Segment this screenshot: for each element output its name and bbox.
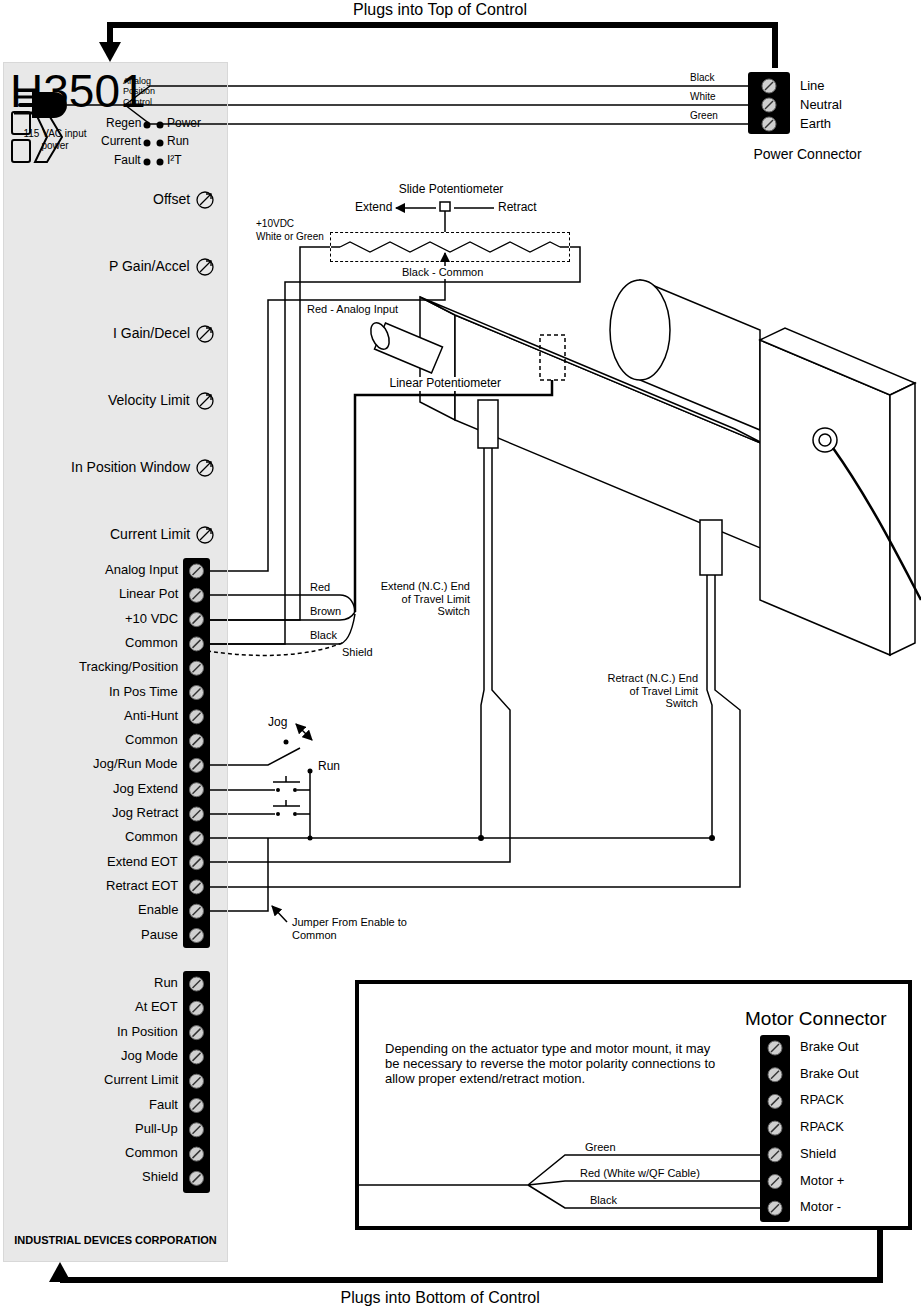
diagram-label: Brake Out — [800, 1040, 859, 1055]
diagram-label: Current Limit — [110, 526, 190, 542]
diagram-label: Analog Input — [105, 563, 178, 578]
diagram-label: Anti-Hunt — [124, 709, 178, 724]
edge-label: Black - Common — [400, 266, 485, 279]
edge-label: Red - Analog Input — [305, 303, 400, 316]
diagram-label: Brown — [310, 605, 341, 618]
terminal-strip — [760, 1035, 790, 1222]
control-panel-face — [3, 62, 228, 1262]
diagram-label: Common — [125, 1146, 178, 1161]
diagram-label: +10VDC — [256, 218, 294, 230]
diagram-label: Retract (N.C.) End of Travel Limit Switc… — [606, 672, 698, 710]
diagram-label: +10 VDC — [125, 612, 178, 627]
diagram-label: Linear Pot — [119, 587, 178, 602]
terminal-strip — [183, 971, 210, 1193]
diagram-label: White or Green — [256, 231, 324, 243]
maker-name: INDUSTRIAL DEVICES CORPORATION — [4, 1234, 227, 1247]
edge-label: Plugs into Bottom of Control — [339, 1289, 542, 1307]
diagram-label: Jog/Run Mode — [93, 757, 178, 772]
diagram-label: Brake Out — [800, 1067, 859, 1082]
diagram-label: Motor + — [800, 1174, 844, 1189]
diagram-label: Common — [125, 636, 178, 651]
diagram-label: P Gain/Accel — [109, 258, 190, 274]
diagram-label: Power — [167, 117, 201, 131]
diagram-label: RPACK — [800, 1120, 844, 1135]
linear-actuator — [367, 280, 921, 655]
diagram-label: Neutral — [800, 98, 842, 113]
diagram-label: RPACK — [800, 1093, 844, 1108]
diagram-label: Common — [125, 830, 178, 845]
note-text: Depending on the actuator type and motor… — [385, 1042, 725, 1087]
diagram-label: Velocity Limit — [108, 392, 190, 408]
diagram-label: Shield — [800, 1147, 836, 1162]
diagram-label: Shield — [142, 1170, 178, 1185]
terminal-screws — [190, 79, 783, 1215]
diagram-label: Black — [590, 1194, 617, 1207]
diagram-label: I Gain/Decel — [113, 325, 190, 341]
diagram-label: Jog Mode — [121, 1049, 178, 1064]
diagram-label: Common — [125, 733, 178, 748]
wire — [228, 247, 580, 644]
slider-knob — [440, 202, 450, 211]
diagram-label: Green — [585, 1141, 616, 1154]
diagram-label: Line — [800, 79, 825, 94]
diagram-label: Black — [310, 629, 337, 642]
diagram-label: Jumper From Enable to Common — [292, 916, 410, 941]
diagram-label: Retract EOT — [106, 879, 178, 894]
diagram-label: White — [690, 91, 716, 103]
status-leds — [144, 122, 164, 166]
diagram-label: Earth — [800, 117, 831, 132]
diagram-label: In Pos Time — [109, 685, 178, 700]
slide-potentiometer: Slide Potentiometer — [330, 232, 570, 262]
diagram-label: At EOT — [135, 1000, 178, 1015]
diagram-label: I²T — [167, 154, 182, 168]
terminal-strip — [183, 558, 210, 948]
diagram-label: Motor - — [800, 1200, 841, 1215]
diagram-label: Jog Retract — [112, 806, 178, 821]
wires — [200, 208, 760, 1208]
diagram-label: Black — [690, 72, 714, 84]
diagram-label: Run — [318, 760, 340, 774]
diagram-label: Fault — [114, 154, 141, 168]
resistor-symbol — [340, 242, 560, 252]
diagram-label: Offset — [153, 191, 190, 207]
terminal-strip — [748, 72, 790, 134]
diagram-label: Linear Potentiometer — [388, 377, 503, 391]
edge-label: Plugs into Top of Control — [351, 1, 529, 19]
diagram-label: Green — [690, 110, 718, 122]
component-title: Slide Potentiometer — [331, 183, 571, 197]
junction-dots — [276, 740, 715, 842]
diagram-label: Pull-Up — [135, 1122, 178, 1137]
diagram-label: Red (White w/QF Cable) — [580, 1167, 700, 1180]
diagram-label: Pause — [141, 928, 178, 943]
product-name: Analog Position Control — [123, 76, 175, 107]
diagram-label: Enable — [138, 903, 178, 918]
diagram-label: Extend — [355, 201, 392, 215]
diagram-label: Run — [167, 135, 189, 149]
diagram-label: Shield — [342, 646, 373, 659]
diagram-label: Jog Extend — [113, 782, 178, 797]
diagram-label: Extend (N.C.) End of Travel Limit Switch — [378, 580, 470, 618]
diagram-label: Run — [154, 976, 178, 991]
diagram-label: Tracking/Position — [79, 660, 178, 675]
diagram-label: Retract — [498, 201, 537, 215]
wire — [228, 262, 445, 571]
diagram-label: In Position — [117, 1025, 178, 1040]
connector-title: Power Connector — [745, 146, 870, 162]
diagram-label: Current — [101, 135, 141, 149]
connector-title: Motor Connector — [745, 1008, 887, 1030]
adjust-knobs — [197, 192, 213, 543]
diagram-label: In Position Window — [71, 459, 190, 475]
diagram-label: Red — [310, 581, 330, 594]
diagram-label: Current Limit — [104, 1073, 178, 1088]
diagram-label: Extend EOT — [107, 855, 178, 870]
diagram-label: Regen — [106, 117, 141, 131]
diagram-label: Fault — [149, 1098, 178, 1113]
diagram-label: 115 VAC input power — [18, 128, 92, 151]
diagram-label: Jog — [268, 716, 287, 730]
